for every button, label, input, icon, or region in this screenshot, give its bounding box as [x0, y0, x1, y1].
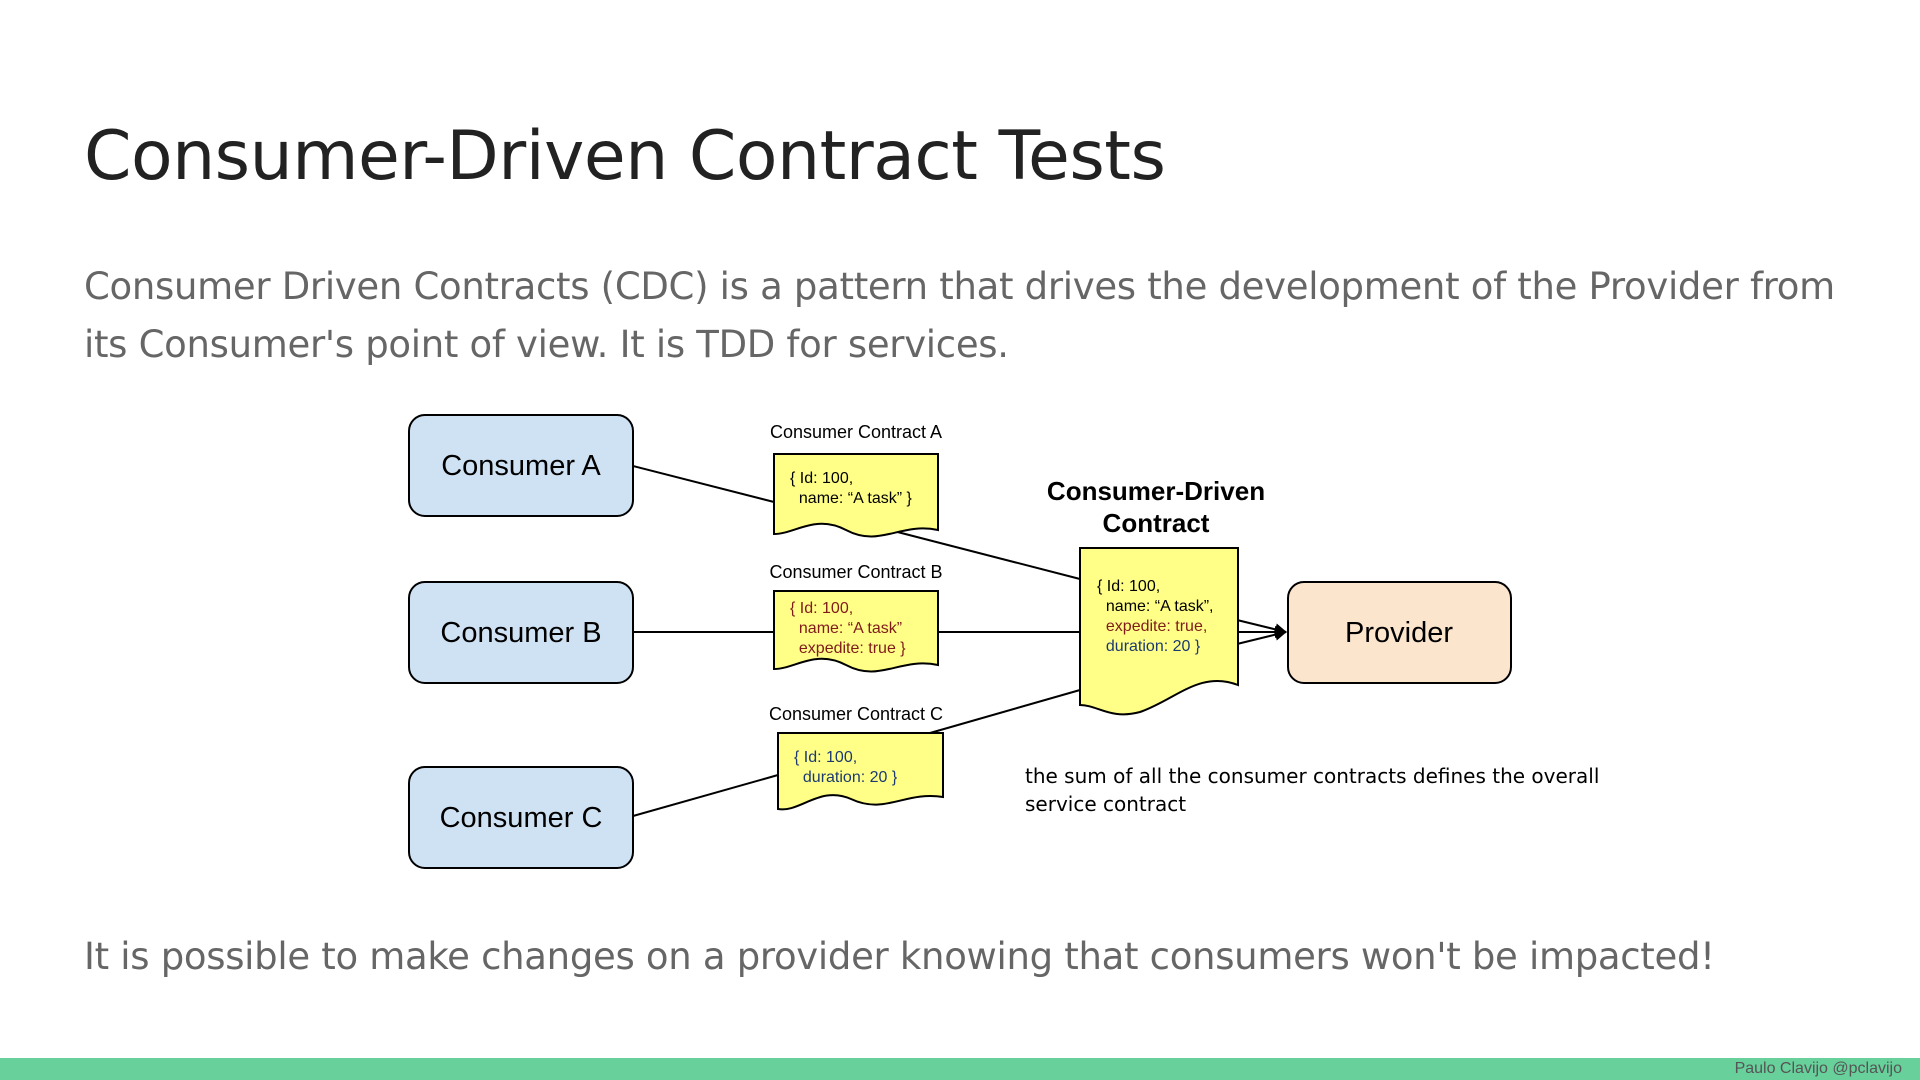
- contract-b-line-1: { Id: 100,: [790, 600, 853, 617]
- consumer-b-box: Consumer B: [408, 581, 634, 684]
- note-line-1: the sum of all the consumer contracts de…: [1025, 764, 1599, 788]
- contract-a-title: Consumer Contract A: [770, 422, 942, 442]
- cdc-title-line-1: Consumer-Driven: [1047, 476, 1265, 506]
- slide-title: Consumer-Driven Contract Tests: [84, 117, 1166, 196]
- footer-bar: [0, 1058, 1920, 1080]
- contract-a-line-2: name: “A task” }: [790, 490, 912, 507]
- contract-b-title: Consumer Contract B: [769, 562, 942, 582]
- cdc-line-4: duration: 20 }: [1097, 638, 1201, 655]
- connector-contract-a-to-cdc: [877, 526, 1081, 580]
- contract-a-document: { Id: 100, name: “A task” }: [773, 453, 939, 538]
- note-line-2: service contract: [1025, 792, 1186, 816]
- connector-consumer-a-to-contract-a: [632, 465, 775, 503]
- intro-paragraph: Consumer Driven Contracts (CDC) is a pat…: [84, 265, 1835, 366]
- contract-c-document: { Id: 100, duration: 20 }: [777, 732, 944, 811]
- connector-consumer-c-to-contract-c: [632, 774, 779, 817]
- contract-b-line-2: name: “A task”: [790, 620, 902, 637]
- contract-c-title: Consumer Contract C: [769, 704, 943, 724]
- cdc-line-1: { Id: 100,: [1097, 578, 1160, 595]
- cdc-document: { Id: 100, name: “A task”, expedite: tru…: [1079, 547, 1239, 716]
- footer-credit: Paulo Clavijo @pclavijo: [1734, 1060, 1902, 1077]
- contract-b-document: { Id: 100, name: “A task” expedite: true…: [773, 590, 939, 673]
- cdc-title-line-2: Contract: [1103, 508, 1210, 538]
- contract-b-line-3: expedite: true }: [790, 640, 906, 657]
- consumer-a-label: Consumer A: [441, 450, 601, 482]
- provider-box: Provider: [1287, 581, 1512, 684]
- connectors: [632, 465, 1287, 817]
- contract-c-line-1: { Id: 100,: [794, 749, 857, 766]
- connector-contract-c-to-cdc: [929, 689, 1081, 734]
- cdc-line-2: name: “A task”,: [1097, 598, 1213, 615]
- arrow-cdc-to-provider-3: [1236, 628, 1287, 645]
- arrow-cdc-to-provider-1: [1236, 619, 1287, 636]
- contract-a-line-1: { Id: 100,: [790, 470, 853, 487]
- provider-label: Provider: [1345, 617, 1453, 649]
- consumer-a-box: Consumer A: [408, 414, 634, 517]
- consumer-c-label: Consumer C: [440, 802, 603, 834]
- consumer-c-box: Consumer C: [408, 766, 634, 869]
- conclusion-text: It is possible to make changes on a prov…: [84, 935, 1715, 978]
- contract-c-line-2: duration: 20 }: [794, 769, 898, 786]
- consumer-b-label: Consumer B: [440, 617, 601, 649]
- cdc-line-3: expedite: true,: [1097, 618, 1207, 635]
